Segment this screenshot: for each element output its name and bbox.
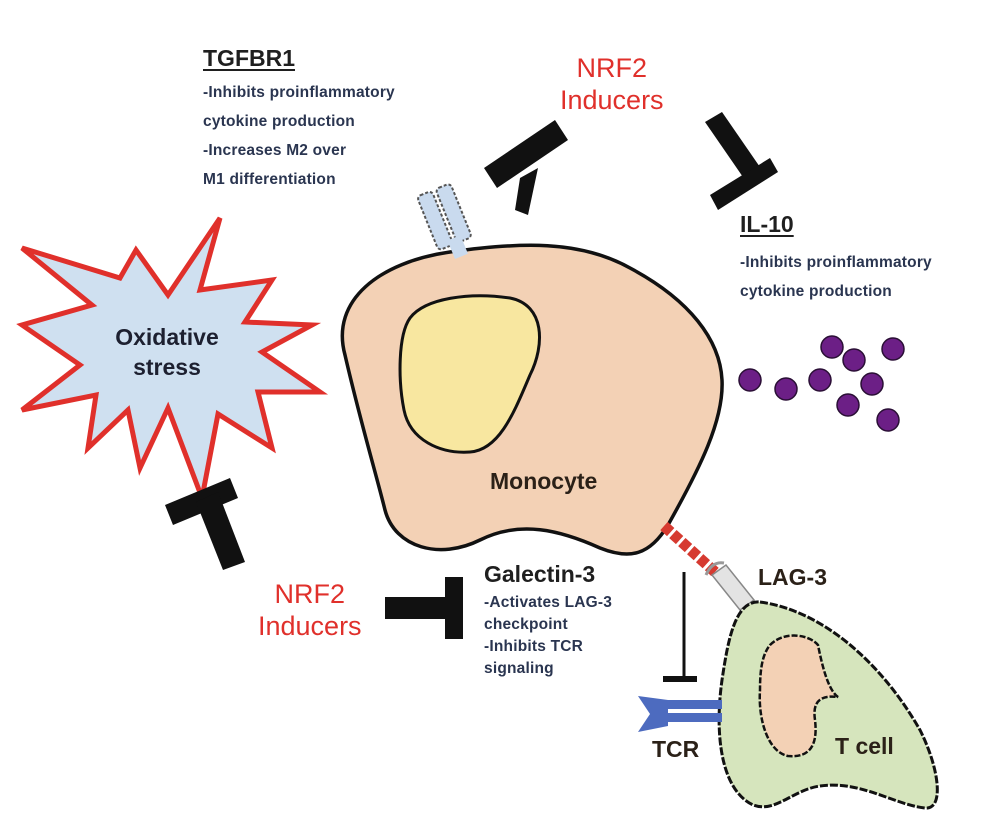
inhibition-bar-tgfbr1 (484, 120, 568, 215)
monocyte-cell (340, 243, 724, 556)
il10-particle (774, 377, 798, 401)
il10-annotation: IL-10 -Inhibits proinflammatory cytokine… (740, 210, 932, 306)
il10-particle (738, 368, 762, 392)
tcell (717, 600, 939, 810)
galectin3-annotation: Galectin-3 -Activates LAG-3 checkpoint -… (484, 560, 612, 680)
monocyte-label: Monocyte (490, 468, 598, 494)
nrf2-inducers-bottom: NRF2 Inducers (258, 578, 362, 642)
il10-particle (808, 368, 832, 392)
tgfbr1-annotation: TGFBR1 -Inhibits proinflammatory cytokin… (203, 44, 395, 194)
il10-particle (836, 393, 860, 417)
galectin3-line: -Activates LAG-3 (484, 594, 613, 611)
galectin3-title: Galectin-3 (484, 561, 596, 587)
il10-line: cytokine production (740, 283, 892, 300)
nrf2-bottom-line2: Inducers (258, 611, 362, 641)
inhibition-line-tcr (663, 572, 697, 682)
inhibition-bar-galectin3 (385, 577, 463, 639)
monocyte-nucleus (398, 294, 541, 454)
tgfbr1-line: M1 differentiation (203, 171, 336, 188)
nrf2-inducers-top: NRF2 Inducers (560, 52, 664, 116)
tgfbr1-line: -Increases M2 over (203, 142, 347, 159)
tcell-label: T cell (835, 733, 894, 759)
il10-line: -Inhibits proinflammatory (740, 254, 932, 271)
galectin3-molecule (660, 521, 719, 577)
tgfbr1-line: cytokine production (203, 113, 355, 130)
inhibition-bar-il10 (705, 112, 778, 210)
nrf2-top-line2: Inducers (560, 85, 664, 115)
tgfbr1-title: TGFBR1 (203, 45, 295, 71)
galectin3-line: -Inhibits TCR (484, 638, 584, 655)
lag3-label: LAG-3 (758, 564, 827, 590)
tcr-receptor (638, 696, 722, 732)
lag3-receptor (704, 561, 756, 612)
oxidative-stress-label: Oxidative stress (92, 322, 242, 382)
inhibition-bar-oxidative-stress (165, 478, 245, 570)
oxidative-stress-line2: stress (133, 354, 201, 380)
il10-title: IL-10 (740, 211, 794, 237)
tcr-label: TCR (652, 736, 700, 762)
oxidative-stress-line1: Oxidative (115, 324, 219, 350)
galectin3-line: signaling (484, 660, 554, 677)
oxidative-stress-starburst (16, 216, 329, 508)
tgfbr1-line: -Inhibits proinflammatory (203, 84, 395, 101)
il10-particle (876, 408, 900, 432)
tcell-nucleus (758, 634, 839, 758)
nrf2-top-line1: NRF2 (576, 53, 648, 83)
il10-particle (881, 337, 905, 361)
galectin3-line: checkpoint (484, 616, 568, 633)
tgfbr1-receptor (417, 183, 472, 259)
il10-particle (860, 372, 884, 396)
il10-particle (842, 348, 866, 372)
il10-particle (820, 335, 844, 359)
nrf2-bottom-line1: NRF2 (274, 579, 346, 609)
il10-particles (738, 335, 905, 432)
